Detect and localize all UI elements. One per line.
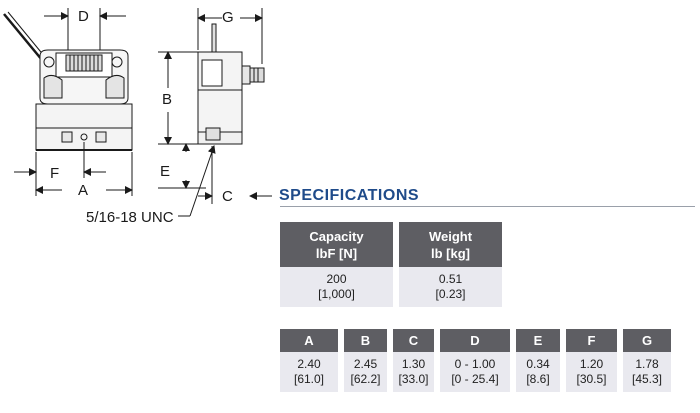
weight-metric: [0.23] [435,287,466,301]
weight-header-label: Weight [428,228,473,244]
dim-header-d: D [440,329,510,352]
dim-cell-b: 2.45 [62.2] [344,352,387,392]
specifications-heading: SPECIFICATIONS [279,187,420,204]
weight-value: 0.51 [438,272,463,286]
dim-label-f: F [50,165,59,182]
capacity-header-label: Capacity [309,228,364,244]
capacity-metric: [1,000] [318,287,355,301]
dim-header-a: A [280,329,338,352]
capacity-cell: 200 [1,000] [280,267,393,307]
dim-label-g: G [222,9,234,26]
dim-f-value: 1.20 [579,357,604,371]
capacity-header: Capacity lbF [N] [280,222,393,267]
dim-g-metric: [45.3] [631,372,663,386]
dim-a-value: 2.40 [297,357,321,371]
dim-header-e: E [516,329,560,352]
dim-label-e: E [160,163,170,180]
dim-header-f: F [566,329,617,352]
dim-g-value: 1.78 [635,357,659,371]
thread-label: 5/16-18 UNC [86,209,174,226]
dim-e-value: 0.34 [526,357,550,371]
dim-cell-g: 1.78 [45.3] [623,352,671,392]
dim-cell-a: 2.40 [61.0] [280,352,338,392]
dim-header-c: C [393,329,434,352]
capacity-value: 200 [326,272,347,286]
dimensions-table: A B C D E F G 2.40 [61.0] 2.45 [62.2] 1.… [274,329,677,392]
dim-cell-d: 0 - 1.00 [0 - 25.4] [440,352,510,392]
dim-e-metric: [8.6] [526,372,550,386]
dim-c-metric: [33.0] [398,372,429,386]
weight-cell: 0.51 [0.23] [399,267,502,307]
dim-a-metric: [61.0] [293,372,325,386]
dim-d-metric: [0 - 25.4] [451,372,499,386]
technical-drawing: D F A 5/16-18 UNC [3,8,272,226]
dim-label-c: C [222,188,233,205]
capacity-header-unit: lbF [N] [315,245,358,261]
dim-label-d: D [78,8,89,25]
capacity-weight-table: Capacity lbF [N] Weight lb [kg] 200 [1,0… [274,222,508,307]
dim-header-g: G [623,329,671,352]
dim-cell-f: 1.20 [30.5] [566,352,617,392]
dim-b-metric: [62.2] [350,372,381,386]
dim-cell-c: 1.30 [33.0] [393,352,434,392]
dim-f-metric: [30.5] [576,372,607,386]
dim-d-value: 0 - 1.00 [454,357,496,371]
side-view [197,23,265,145]
front-view [3,11,133,151]
weight-header: Weight lb [kg] [399,222,502,267]
dim-label-b: B [162,91,172,108]
weight-header-unit: lb [kg] [431,245,470,261]
dim-cell-e: 0.34 [8.6] [516,352,560,392]
dim-label-a: A [78,182,88,199]
dim-b-value: 2.45 [353,357,378,371]
heading-divider [280,206,695,207]
dim-c-value: 1.30 [401,357,426,371]
dim-header-b: B [344,329,387,352]
